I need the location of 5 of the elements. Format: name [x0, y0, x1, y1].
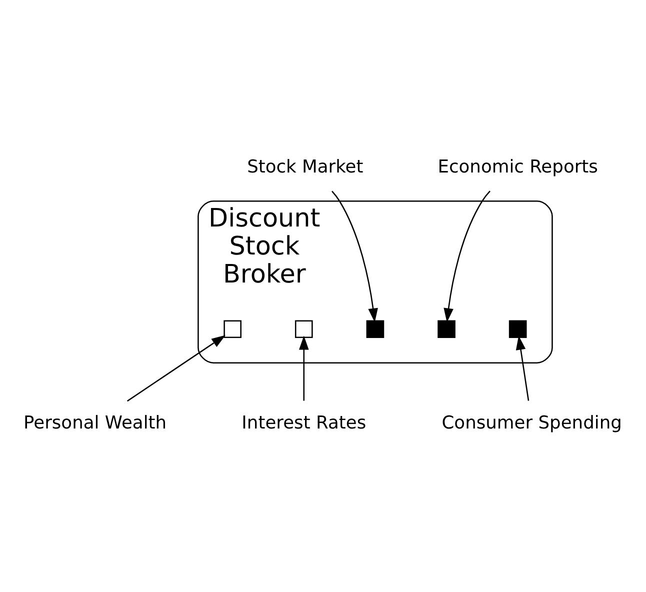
node-text: Economic Reports [438, 156, 598, 178]
node-text: Consumer Spending [442, 412, 622, 434]
node-text: Personal Wealth [24, 412, 167, 434]
node-text: Interest Rates [242, 412, 366, 434]
node-text: Stock Market [247, 156, 364, 178]
